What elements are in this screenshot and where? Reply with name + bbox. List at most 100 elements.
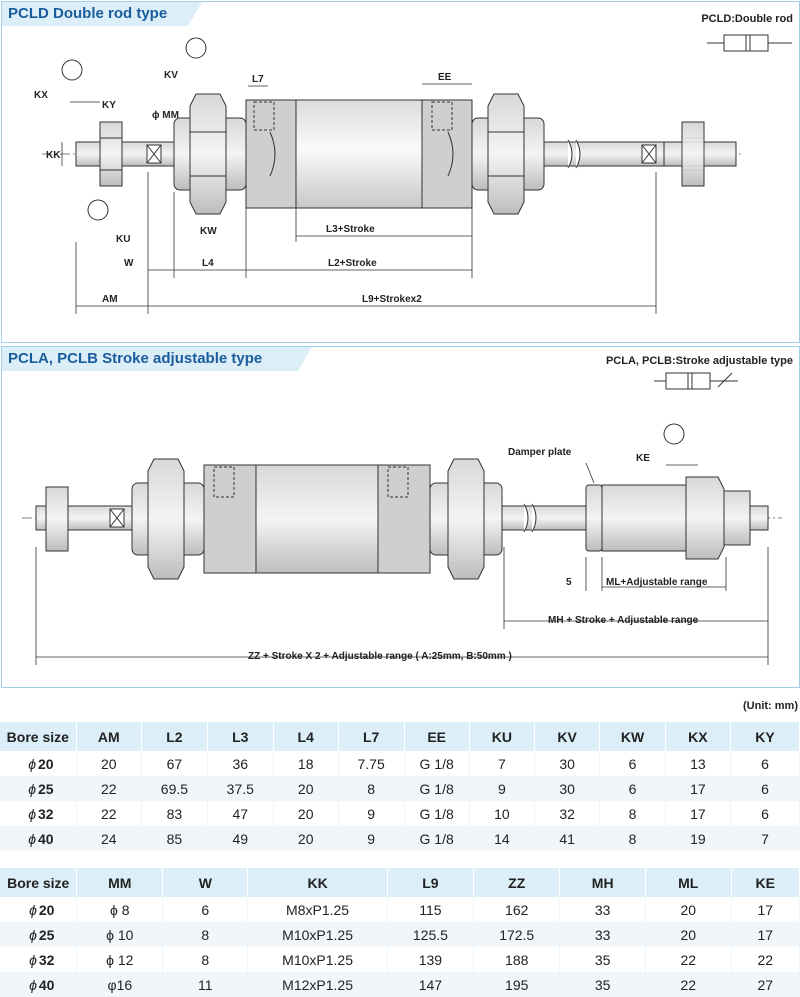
table-cell: M10xP1.25 bbox=[247, 947, 388, 972]
table-cell: 22 bbox=[645, 947, 732, 972]
table-cell: 22 bbox=[76, 801, 143, 826]
table-cell: 20 bbox=[273, 826, 339, 851]
bore-size-value: 40 bbox=[38, 830, 54, 847]
phi-symbol: ϕ bbox=[29, 926, 37, 943]
label-kk: KK bbox=[46, 150, 61, 161]
table-cell: 17 bbox=[731, 897, 800, 922]
column-header: MM bbox=[76, 868, 164, 897]
label-damper-plate: Damper plate bbox=[508, 447, 572, 458]
table-cell: 125.5 bbox=[387, 922, 475, 947]
double-rod-symbol-icon bbox=[707, 34, 792, 52]
table-cell: 22 bbox=[645, 972, 732, 997]
column-header: KX bbox=[665, 722, 732, 751]
table-cell: 6 bbox=[162, 897, 249, 922]
table-cell: 172.5 bbox=[473, 922, 561, 947]
label-mh: MH + Stroke + Adjustable range bbox=[548, 615, 699, 626]
table-cell: 139 bbox=[387, 947, 475, 972]
column-header: MH bbox=[559, 868, 646, 897]
table-cell: 85 bbox=[141, 826, 208, 851]
double-rod-panel: PCLD Double rod type PCLD:Double rod bbox=[1, 1, 800, 343]
bore-size-value: 40 bbox=[38, 976, 55, 993]
label-five: 5 bbox=[566, 577, 572, 588]
section-title-double-rod: PCLD Double rod type bbox=[2, 2, 202, 26]
table-cell: 20 bbox=[645, 922, 732, 947]
table-cell: 32 bbox=[534, 801, 601, 826]
table-cell: 20 bbox=[76, 751, 143, 776]
phi-symbol: ϕ bbox=[28, 830, 37, 847]
table-cell: G 1/8 bbox=[404, 826, 470, 851]
table-cell: 10 bbox=[469, 801, 536, 826]
phi-symbol: ϕ bbox=[29, 901, 37, 918]
table-cell: ϕ 10 bbox=[76, 922, 164, 947]
table-cell: 30 bbox=[534, 751, 601, 776]
table-cell: G 1/8 bbox=[404, 751, 470, 776]
table-cell: 6 bbox=[599, 776, 666, 801]
table-cell: 35 bbox=[559, 947, 646, 972]
bore-size-value: 25 bbox=[38, 780, 54, 797]
double-rod-drawing: KX KY KV KK ϕ MM KU L7 EE KW L3+Stroke W… bbox=[34, 34, 792, 314]
table-cell: 37.5 bbox=[207, 776, 274, 801]
column-header: KV bbox=[534, 722, 601, 751]
table-cell: 9 bbox=[338, 801, 405, 826]
table-cell: M8xP1.25 bbox=[247, 897, 388, 922]
table-cell: 7 bbox=[469, 751, 536, 776]
label-l4: L4 bbox=[202, 258, 214, 269]
double-rod-caption: PCLD:Double rod bbox=[701, 13, 793, 25]
table-cell: 20 bbox=[645, 897, 732, 922]
label-kv: KV bbox=[164, 70, 178, 81]
table-cell: 6 bbox=[730, 751, 800, 776]
column-header: KW bbox=[599, 722, 666, 751]
table-cell: 33 bbox=[559, 897, 646, 922]
table-cell: M12xP1.25 bbox=[247, 972, 388, 997]
column-header: Bore size bbox=[0, 722, 77, 751]
label-zz: ZZ + Stroke X 2 + Adjustable range ( A:2… bbox=[248, 651, 512, 662]
bore-size-value: 20 bbox=[38, 755, 54, 772]
table-cell: 7 bbox=[730, 826, 800, 851]
table-cell: 17 bbox=[665, 801, 732, 826]
bore-size-value: 20 bbox=[38, 901, 55, 918]
table-cell: 6 bbox=[599, 751, 666, 776]
column-header: L7 bbox=[338, 722, 405, 751]
stroke-adjustable-drawing: Damper plate KE 5 ML+Adjustable range MH… bbox=[22, 372, 782, 665]
phi-symbol: ϕ bbox=[29, 976, 37, 993]
column-header: ZZ bbox=[473, 868, 561, 897]
stroke-adjustable-symbol-icon bbox=[654, 372, 738, 390]
table-cell: 20 bbox=[273, 776, 339, 801]
label-l9: L9+Strokex2 bbox=[362, 294, 422, 305]
table-cell: 7.75 bbox=[338, 751, 405, 776]
table-cell: 17 bbox=[731, 922, 800, 947]
table-cell: 24 bbox=[76, 826, 143, 851]
table-cell: 188 bbox=[473, 947, 561, 972]
label-kx: KX bbox=[34, 90, 48, 101]
table-cell: 33 bbox=[559, 922, 646, 947]
table-cell: G 1/8 bbox=[404, 801, 470, 826]
bore-size-value: 25 bbox=[38, 926, 55, 943]
phi-symbol: ϕ bbox=[28, 755, 37, 772]
table-cell: 49 bbox=[207, 826, 274, 851]
column-header: L2 bbox=[141, 722, 208, 751]
column-header: KK bbox=[247, 868, 388, 897]
stroke-adjustable-panel: PCLA, PCLB Stroke adjustable type PCLA, … bbox=[1, 346, 800, 688]
label-w: W bbox=[124, 258, 134, 269]
table-cell: 27 bbox=[731, 972, 800, 997]
table-cell: ϕ 12 bbox=[76, 947, 164, 972]
table-cell: M10xP1.25 bbox=[247, 922, 388, 947]
column-header: KU bbox=[469, 722, 536, 751]
phi-symbol: ϕ bbox=[28, 780, 37, 797]
table-cell: 41 bbox=[534, 826, 601, 851]
table-cell: 36 bbox=[207, 751, 274, 776]
